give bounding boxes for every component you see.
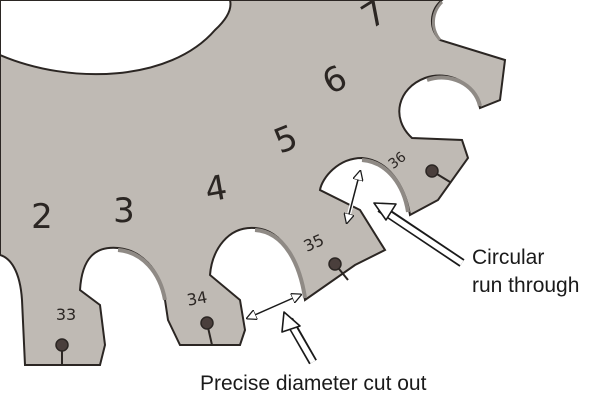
slot-shadow xyxy=(426,75,482,107)
wire-slot-33 xyxy=(55,338,69,365)
center-hole xyxy=(0,0,232,76)
diameter-pointer xyxy=(281,311,317,365)
slot-shadow xyxy=(361,158,410,213)
slot-shadow xyxy=(117,248,167,301)
wire-slot-34 xyxy=(200,316,214,346)
slot-number: 34 xyxy=(185,287,208,309)
slot-shadow xyxy=(254,228,307,299)
diameter-arrow-slot-36-outline xyxy=(347,172,360,222)
circular-run-pointer xyxy=(373,202,465,267)
circular-run-label-line2: run through xyxy=(472,274,579,297)
wire-slot-35 xyxy=(328,257,349,281)
slot-shadow xyxy=(432,0,444,41)
diameter-arrow-slot-35-outline xyxy=(248,295,300,318)
diameter-label: Precise diameter cut out xyxy=(200,372,427,395)
slot-number: 33 xyxy=(56,305,76,324)
size-number: 2 xyxy=(31,197,53,237)
size-number: 3 xyxy=(113,191,135,231)
wire-slot-36 xyxy=(425,164,451,183)
circular-run-label-line1: Circular xyxy=(472,246,544,269)
